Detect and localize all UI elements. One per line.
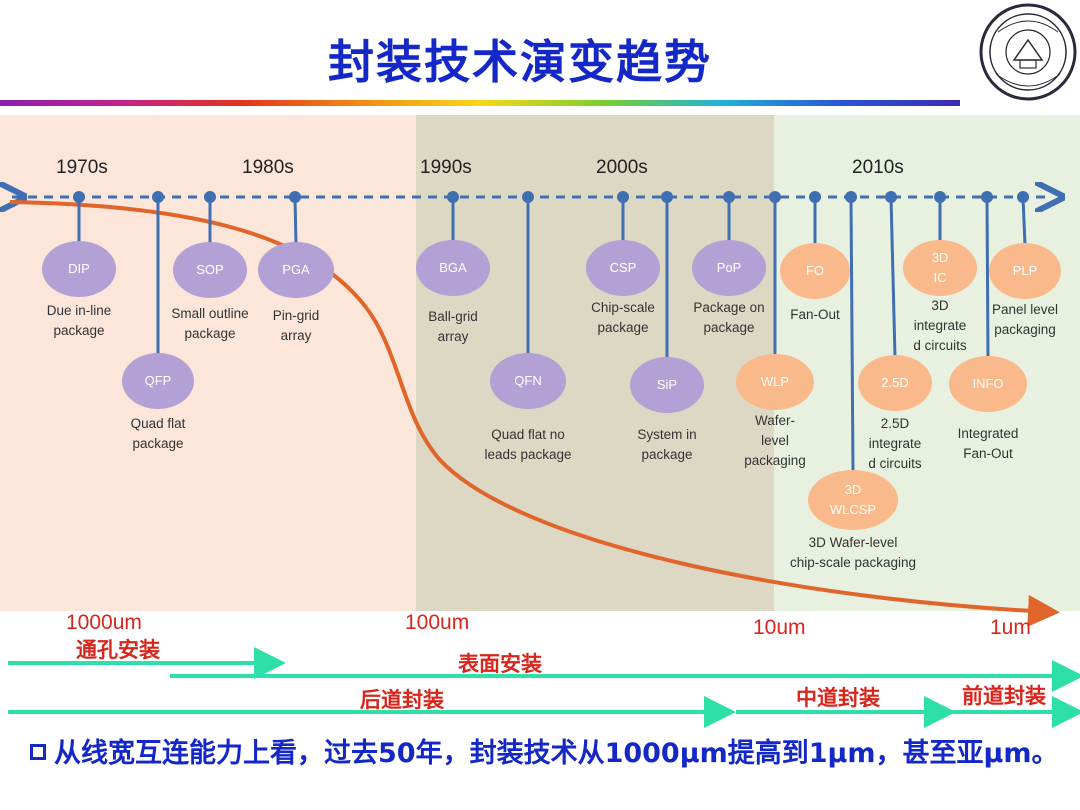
timeline-node-sip bbox=[661, 191, 673, 203]
caption-pop: Package on package bbox=[693, 300, 765, 335]
timeline-node-dip bbox=[73, 191, 85, 203]
caption-pga: Pin-grid array bbox=[272, 308, 320, 343]
bubble-pga bbox=[258, 242, 334, 298]
timeline-node-sop bbox=[204, 191, 216, 203]
bubble-bga bbox=[416, 240, 490, 296]
caption-3d-ic: 3D integrate d circuits bbox=[913, 298, 967, 353]
bubble-label-dip: DIP bbox=[68, 261, 90, 276]
bubble-label-wlp: WLP bbox=[760, 374, 790, 389]
scale-label-100um: 100um bbox=[405, 611, 470, 634]
caption-sop: Small outline package bbox=[171, 306, 249, 341]
bubble-wlp bbox=[736, 354, 814, 410]
bullet-square-icon bbox=[30, 744, 46, 760]
middle-end-label: 中道封装 bbox=[796, 687, 880, 710]
bubble-sop bbox=[173, 242, 247, 298]
through-hole-label: 通孔安装 bbox=[76, 639, 160, 662]
bubble-label-3d-ic: 3D IC bbox=[931, 250, 949, 285]
timeline-node-plp bbox=[1017, 191, 1029, 203]
bubble-qfp bbox=[122, 353, 194, 409]
back-end-label: 后道封装 bbox=[360, 689, 444, 712]
bubble-3d-wlcsp bbox=[808, 470, 898, 530]
rainbow-divider bbox=[0, 100, 960, 106]
bubble-qfn bbox=[490, 353, 566, 409]
timeline-node-pop bbox=[723, 191, 735, 203]
caption-bga: Ball-grid array bbox=[428, 309, 478, 344]
bubble-sip bbox=[630, 357, 704, 413]
decade-label-1970s: 1970s bbox=[56, 157, 108, 178]
decade-label-2010s: 2010s bbox=[852, 157, 904, 178]
bubble-label-qfp: QFP bbox=[144, 373, 172, 388]
caption-qfp: Quad flat package bbox=[130, 416, 186, 451]
summary-text: 从线宽互连能力上看，过去50年，封装技术从1000μm提高到1μm，甚至亚μm。 bbox=[54, 738, 1059, 769]
bubble-3d-ic bbox=[903, 240, 977, 296]
bubble-label-2.5d: 2.5D bbox=[881, 375, 909, 390]
bubble-label-csp: CSP bbox=[609, 260, 637, 275]
caption-info: Integrated Fan-Out bbox=[957, 426, 1019, 461]
scale-label-1um: 1um bbox=[990, 616, 1031, 639]
timeline-node-3d-wlcsp bbox=[845, 191, 857, 203]
stem-info bbox=[985, 196, 990, 359]
bubble-label-plp: PLP bbox=[1012, 263, 1038, 278]
bubble-fo bbox=[780, 243, 850, 299]
decade-label-2000s: 2000s bbox=[596, 157, 648, 178]
caption-qfn: Quad flat no leads package bbox=[484, 427, 572, 462]
bubble-csp bbox=[586, 240, 660, 296]
bubble-pop bbox=[692, 240, 766, 296]
timeline-node-qfp bbox=[152, 191, 164, 203]
timeline-node-2.5d bbox=[885, 191, 897, 203]
decade-label-1990s: 1990s bbox=[420, 157, 472, 178]
caption-sip: System in package bbox=[637, 427, 697, 462]
bubble-label-sip: SiP bbox=[656, 377, 678, 392]
stem-plp bbox=[1021, 196, 1027, 246]
bubble-label-bga: BGA bbox=[439, 260, 467, 275]
timeline-node-fo bbox=[809, 191, 821, 203]
page-title: 封装技术演变趋势 bbox=[328, 35, 712, 89]
caption-plp: Panel level packaging bbox=[991, 302, 1059, 337]
stem-3d-wlcsp bbox=[849, 196, 855, 473]
front-end-label: 前道封装 bbox=[962, 685, 1046, 708]
caption-dip: Due in-line package bbox=[46, 303, 112, 338]
university-seal-logo bbox=[979, 3, 1077, 101]
bubble-info bbox=[949, 356, 1027, 412]
decade-label-1980s: 1980s bbox=[242, 157, 294, 178]
timeline-node-3d-ic bbox=[934, 191, 946, 203]
bubble-label-info: INFO bbox=[972, 376, 1004, 391]
caption-wlp: Wafer- level packaging bbox=[744, 413, 806, 468]
bubble-label-sop: SOP bbox=[196, 262, 224, 277]
bubble-label-pop: PoP bbox=[716, 260, 742, 275]
bubble-label-qfn: QFN bbox=[514, 373, 542, 388]
surface-mount-label: 表面安装 bbox=[458, 653, 542, 676]
stem-pga bbox=[293, 196, 298, 245]
scale-label-1000um: 1000um bbox=[66, 611, 142, 634]
timeline-node-qfn bbox=[522, 191, 534, 203]
bubble-2.5d bbox=[858, 355, 932, 411]
timeline-node-pga bbox=[289, 191, 301, 203]
miniaturization-curve bbox=[9, 200, 1060, 627]
bubble-label-3d-wlcsp: 3D WLCSP bbox=[829, 482, 877, 517]
caption-fo: Fan-Out bbox=[790, 307, 840, 322]
caption-csp: Chip-scale package bbox=[591, 300, 655, 335]
scale-label-10um: 10um bbox=[753, 616, 806, 639]
bubble-dip bbox=[42, 241, 116, 297]
timeline-node-info bbox=[981, 191, 993, 203]
stem-2.5d bbox=[889, 196, 897, 358]
timeline-node-csp bbox=[617, 191, 629, 203]
bubble-label-pga: PGA bbox=[282, 262, 310, 277]
summary-bullet: 从线宽互连能力上看，过去50年，封装技术从1000μm提高到1μm，甚至亚μm。 bbox=[30, 735, 1060, 772]
timeline-node-wlp bbox=[769, 191, 781, 203]
bubble-label-fo: FO bbox=[805, 263, 825, 278]
bubble-plp bbox=[989, 243, 1061, 299]
caption-3d-wlcsp: 3D Wafer-level chip-scale packaging bbox=[789, 535, 917, 570]
caption-2.5d: 2.5D integrate d circuits bbox=[868, 416, 922, 471]
timeline-node-bga bbox=[447, 191, 459, 203]
